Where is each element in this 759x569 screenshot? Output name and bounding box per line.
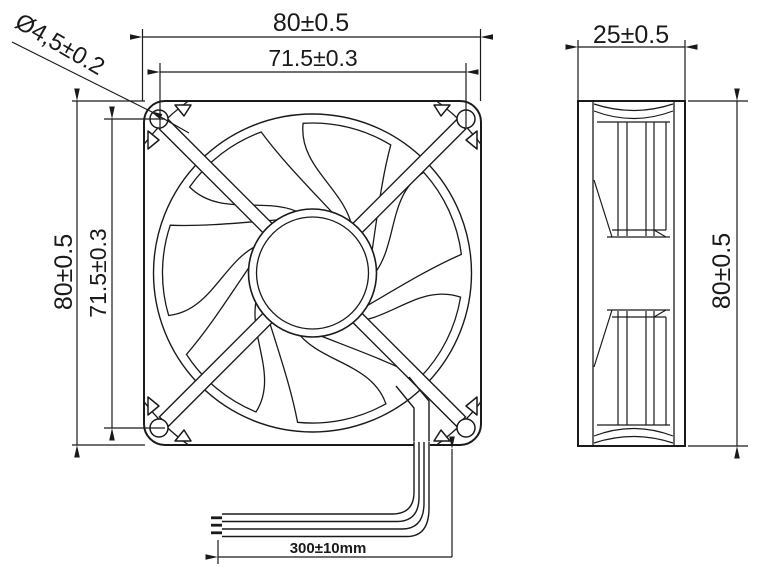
hub-inner-circle: [255, 216, 370, 330]
lead-wires: [211, 442, 430, 538]
label-front-height-holes: 71.5±0.3: [85, 228, 111, 317]
fan-opening-circle: [152, 113, 473, 433]
side-view: [577, 100, 686, 447]
dim-front-width: [130, 29, 493, 101]
label-front-height: 80±0.5: [50, 234, 78, 310]
side-internal-structure: [593, 103, 674, 238]
wire-exit-gap: [413, 441, 430, 450]
front-view: [143, 100, 482, 446]
label-front-width-holes: 71.5±0.3: [268, 45, 357, 71]
wire-tips: [211, 516, 222, 535]
dim-side-depth: [565, 40, 698, 100]
dimensions: [11, 29, 748, 564]
mounting-holes: [149, 109, 476, 438]
label-front-width: 80±0.5: [273, 9, 349, 37]
side-outline: [577, 100, 686, 447]
label-mounting-hole-diameter: Ø4,5±0.2: [10, 8, 109, 81]
wire-channel: [395, 376, 430, 442]
dim-front-height: [72, 88, 145, 458]
dim-side-height: [688, 88, 748, 459]
label-side-height: 80±0.5: [708, 233, 736, 309]
label-wire-length: 300±10mm: [290, 540, 367, 557]
label-side-depth: 25±0.5: [593, 21, 669, 49]
leader-mounting-hole: [11, 41, 190, 134]
hub-outer-circle: [247, 208, 378, 338]
dim-wire-length: [205, 436, 455, 564]
corner-rib-triangles: [147, 104, 192, 150]
